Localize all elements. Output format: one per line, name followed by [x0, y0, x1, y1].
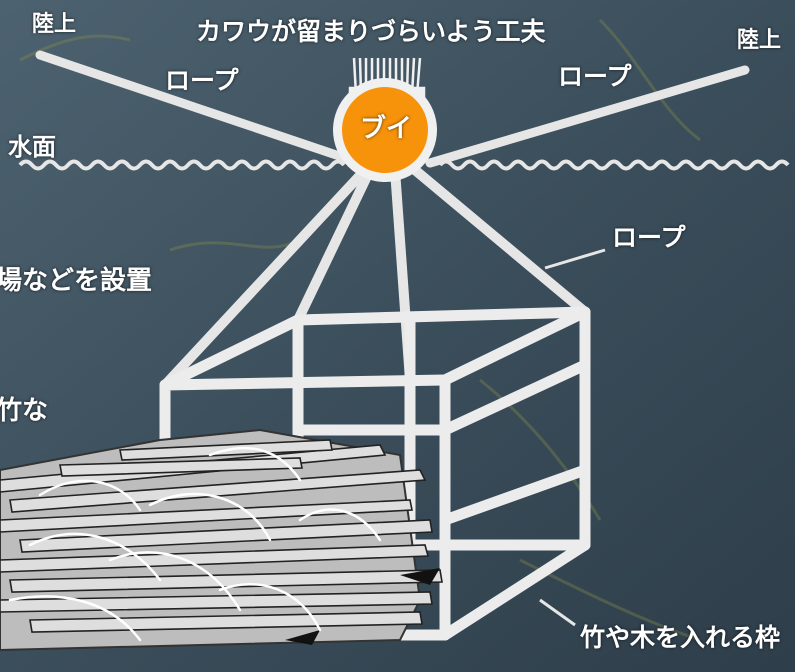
buoy-label: ブイ — [360, 114, 413, 144]
rope-label-left: ロープ — [165, 66, 239, 95]
buoy — [333, 78, 437, 182]
left-text-line-1: 場などを設置 — [0, 266, 153, 296]
land-label-left: 陸上 — [32, 12, 77, 37]
land-label-right: 陸上 — [737, 28, 782, 53]
water-surface-line-right — [438, 159, 790, 171]
land-ropes — [35, 50, 750, 168]
rope-label-right: ロープ — [558, 62, 632, 91]
bamboo-bundle — [0, 428, 443, 652]
top-caption: カワウが留まりづらいよう工夫 — [196, 17, 546, 46]
rope-line-right — [425, 65, 750, 168]
frame-label-pointer — [539, 598, 576, 627]
water-surface-label: 水面 — [8, 133, 56, 161]
rope-mid-pointer — [544, 248, 606, 270]
rope-line-left — [35, 50, 365, 168]
frame-label: 竹や木を入れる枠 — [580, 623, 781, 652]
water-surface-line — [18, 159, 346, 171]
rope-label-middle: ロープ — [612, 223, 686, 252]
left-text-line-2: 竹な — [0, 396, 49, 426]
